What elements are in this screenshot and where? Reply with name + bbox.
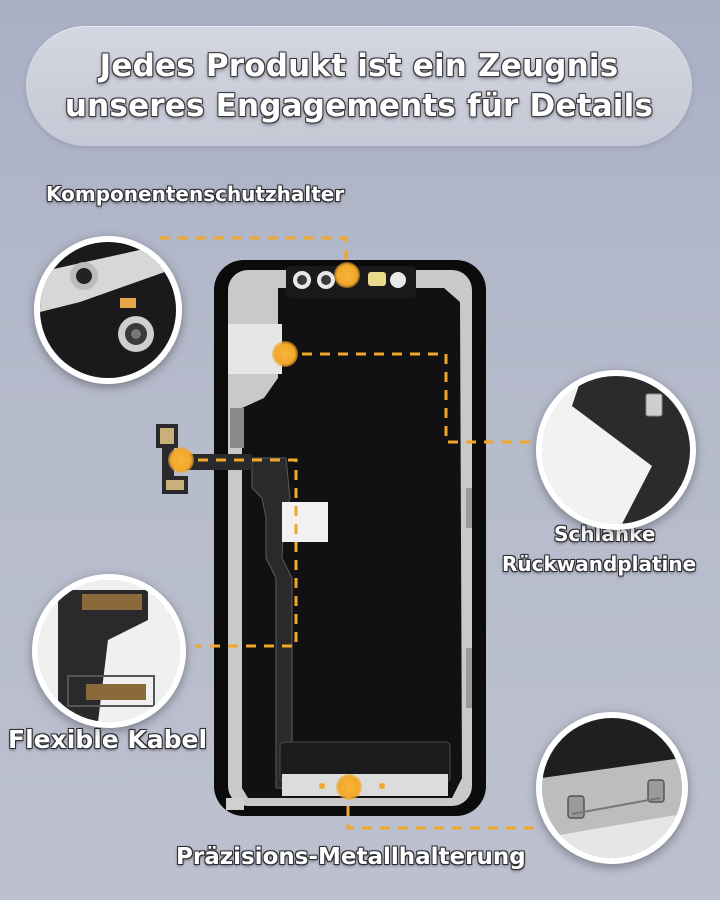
banner-line-1: Jedes Produkt ist ein Zeugnis (99, 48, 619, 84)
detail-backplate (536, 370, 696, 530)
marker-metal-bracket (336, 774, 362, 800)
label-backplate-line2: Rückwandplatine (502, 552, 697, 576)
label-flex-cable: Flexible Kabel (8, 725, 208, 754)
flex-cable-tab (152, 420, 252, 500)
title-banner: Jedes Produkt ist ein Zeugnis unseres En… (26, 26, 692, 146)
marker-flex-cable (168, 447, 194, 473)
detail-flex-cable (32, 574, 186, 728)
detail-metal-bracket (536, 712, 688, 864)
marker-component-holder (334, 262, 360, 288)
banner-line-2: unseres Engagements für Details (64, 88, 654, 124)
marker-backplate (272, 341, 298, 367)
screen-assembly-image (212, 258, 488, 818)
label-component-holder: Komponentenschutzhalter (46, 182, 345, 206)
label-metal-bracket: Präzisions-Metallhalterung (176, 844, 526, 870)
detail-component-holder (34, 236, 182, 384)
